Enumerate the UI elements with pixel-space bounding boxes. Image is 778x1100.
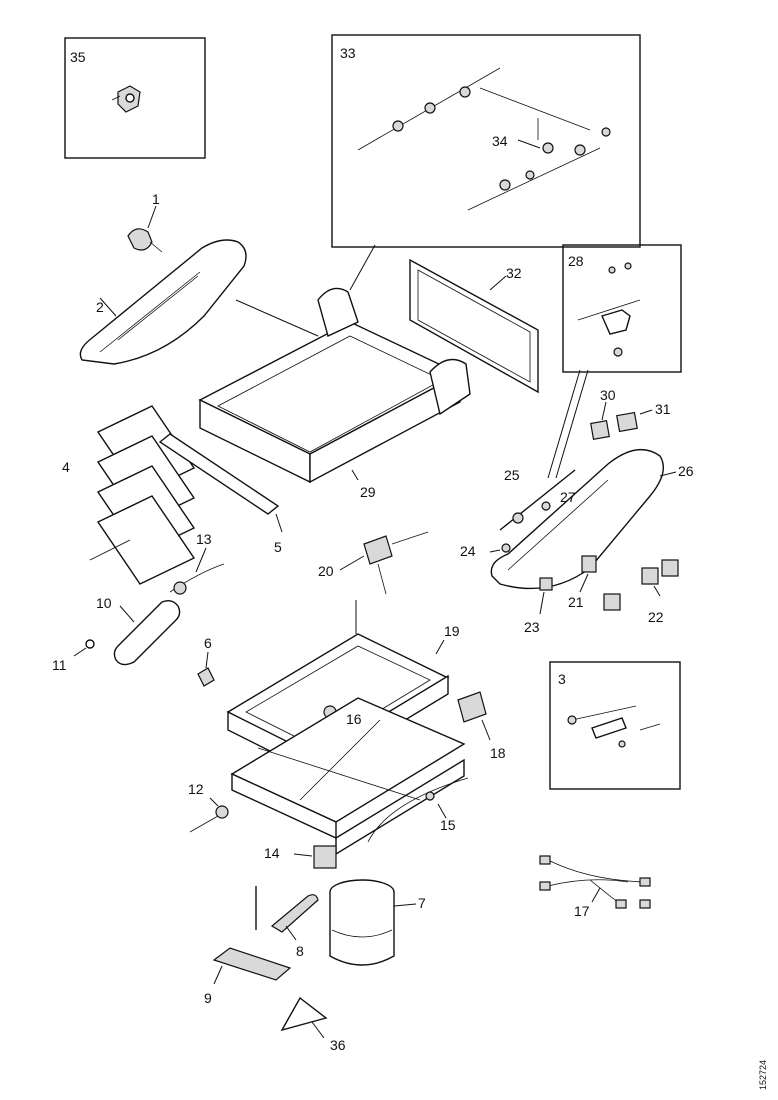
callout-12: 12: [188, 781, 204, 797]
callout-25: 25: [504, 467, 520, 483]
callout-13: 13: [196, 531, 212, 547]
callout-10: 10: [96, 595, 112, 611]
part-2-side-cover: [79, 239, 247, 365]
callout-28: 28: [568, 253, 584, 269]
part-29-seat-frame: [198, 287, 471, 484]
callout-8: 8: [296, 943, 304, 959]
callout-3: 3: [558, 671, 566, 687]
part-3-bracket: [567, 705, 661, 748]
part-31-clip: [616, 409, 653, 433]
callout-27: 27: [560, 489, 576, 505]
inset-box-3: [549, 661, 681, 790]
part-24-screw: [489, 543, 511, 553]
callout-26: 26: [678, 463, 694, 479]
callout-15: 15: [440, 817, 456, 833]
part-10-cylinder: [113, 599, 181, 666]
inset-box-28: [547, 244, 682, 479]
part-36-wedge: [280, 996, 328, 1039]
part-18-block: [457, 691, 491, 741]
callout-1: 1: [152, 191, 160, 207]
part-11-washer: [73, 639, 95, 657]
callout-24: 24: [460, 543, 476, 559]
callout-20: 20: [318, 563, 334, 579]
part-22-caps: [603, 559, 679, 611]
callout-14: 14: [264, 845, 280, 861]
part-27-rod: [499, 469, 576, 531]
part-35-clip: [111, 85, 141, 113]
callout-31: 31: [655, 401, 671, 417]
callout-18: 18: [490, 745, 506, 761]
part-9-plate: [212, 947, 292, 985]
part-1-knob: [127, 205, 163, 253]
part-28-bracket: [577, 262, 641, 357]
part-15-cable: [367, 777, 469, 843]
callout-6: 6: [204, 635, 212, 651]
part-21-clip: [579, 555, 597, 593]
callout-22: 22: [648, 609, 664, 625]
part-7-drum: [329, 879, 417, 966]
part-14-block: [293, 845, 337, 869]
part-17-wire-harness: [539, 855, 651, 909]
part-13-cable: [169, 547, 225, 595]
callout-9: 9: [204, 990, 212, 1006]
inset-box-35: [64, 37, 206, 159]
callout-19: 19: [444, 623, 460, 639]
callout-2: 2: [96, 299, 104, 315]
callout-30: 30: [600, 387, 616, 403]
part-12-fitting: [189, 797, 229, 833]
part-30-clip: [590, 401, 610, 440]
callout-17: 17: [574, 903, 590, 919]
callout-4: 4: [62, 459, 70, 475]
part-5-rail: [158, 433, 283, 533]
callout-5: 5: [274, 539, 282, 555]
part-4-slats: [89, 405, 196, 585]
part-23-nut: [539, 577, 553, 615]
callout-35: 35: [70, 49, 86, 65]
callout-16: 16: [346, 711, 362, 727]
callout-29: 29: [360, 484, 376, 500]
part-33-linkage: [357, 67, 611, 211]
callout-32: 32: [506, 265, 522, 281]
callout-34: 34: [492, 133, 508, 149]
part-20-switch: [339, 531, 429, 595]
callout-11: 11: [52, 657, 67, 673]
part-6-clip: [197, 651, 215, 687]
callout-23: 23: [524, 619, 540, 635]
callout-7: 7: [418, 895, 426, 911]
part-32-panel: [409, 258, 539, 394]
callout-33: 33: [340, 45, 356, 61]
callout-36: 36: [330, 1037, 346, 1053]
drawing-code: 152724: [758, 1060, 768, 1090]
inset-box-33: [331, 34, 641, 291]
callout-21: 21: [568, 594, 584, 610]
part-8-bolt: [255, 886, 319, 941]
